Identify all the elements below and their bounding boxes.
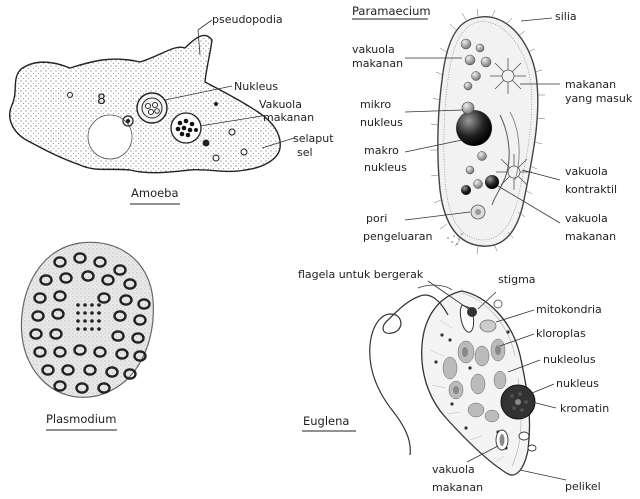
title-paramaecium: Paramaecium [352,4,431,18]
label-pori-line2: pengeluaran [363,230,433,243]
label-selaput-line2: sel [297,146,313,159]
label-mitokondria: mitokondria [536,303,602,316]
label-amoeba-vakuola-line1: Vakuola [259,98,302,111]
label-selaput-line1: selaput [293,132,334,145]
label-vakuola-makanan-left-line2: makanan [352,57,404,70]
euglena-flagellum [369,294,449,456]
label-euglena-vakuola-line1: vakuola [432,463,475,476]
label-pseudopodia: pseudopodia [212,13,283,26]
label-nukleus: nukleus [556,377,599,390]
label-nukleolus: nukleolus [543,353,596,366]
label-pori-line1: pori [366,212,388,225]
label-amoeba-vakuola-line2: makanan [263,111,315,124]
label-makro-nukleus-line1: makro [364,144,399,157]
label-amoeba-nukleus: Nukleus [234,80,279,93]
title-amoeba: Amoeba [131,186,179,200]
label-kromatin: kromatin [560,402,610,415]
paramaecium-illustration [352,8,561,255]
paramaecium-macronucleus [456,110,492,146]
paramaecium-contractile-vacuole-bottom [496,154,532,190]
label-kloroplas: kloroplas [536,327,586,340]
amoeba-nucleus [136,92,168,124]
label-vakuola-kontraktil-line2: kontraktil [565,183,618,196]
title-plasmodium: Plasmodium [46,412,117,426]
amoeba-illustration: 8 [9,19,295,205]
title-euglena: Euglena [303,414,350,428]
label-vakuola-makanan-left-line1: vakuola [352,43,395,56]
label-flagela: flagela untuk bergerak [298,268,424,281]
label-vakuola-makanan-right-line2: makanan [565,230,617,243]
plasmodium-illustration [20,241,154,431]
label-pelikel: pelikel [565,480,601,493]
paramaecium-contractile-vacuole-top [490,58,526,94]
label-mikro-nukleus-line2: nukleus [360,116,403,129]
euglena-illustration [302,280,567,481]
svg-text:8: 8 [97,92,106,108]
amoeba-contractile-vacuole [87,114,133,160]
label-vakuola-makanan-right-line1: vakuola [565,212,608,225]
paramaecium-micronucleus [461,101,475,115]
label-silia: silia [555,10,577,23]
label-euglena-vakuola-line2: makanan [432,481,484,494]
label-vakuola-kontraktil-line1: vakuola [565,165,608,178]
label-mikro-nukleus-line1: mikro [360,98,392,111]
label-makanan-masuk-line2: yang masuk [565,92,633,105]
label-stigma: stigma [498,273,536,286]
label-makro-nukleus-line2: nukleus [364,161,407,174]
euglena-nucleolus [515,399,521,405]
label-makanan-masuk-line1: makanan [565,78,617,91]
